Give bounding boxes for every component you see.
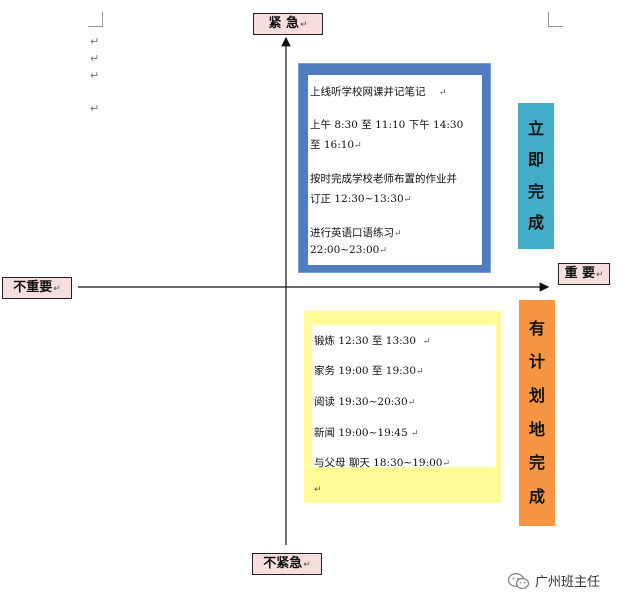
label-not-important-text: 不重要 — [13, 280, 53, 295]
return-mark: ↵ — [595, 270, 604, 280]
label-important-text: 重 要 — [564, 266, 595, 281]
urgent-important-box: 上线听学校网课并记笔记 ↵ 上午 8:30 至 11:10 下午 14:30 至… — [308, 75, 482, 265]
label-urgent-text: 紧 急 — [268, 16, 299, 31]
task-line: 上线听学校网课并记笔记 ↵ — [310, 86, 447, 98]
return-mark: ↵ — [303, 560, 311, 570]
task-line: 22:00~23:00↵ — [310, 244, 387, 256]
task-line: 订正 12:30~13:30↵ — [310, 193, 412, 205]
paragraph-mark: ↵ — [90, 52, 100, 65]
task-line: 按时完成学校老师布置的作业并 — [310, 173, 457, 185]
task-line: 阅读 19:30~20:30↵ — [314, 396, 416, 408]
label-important: 重 要↵ — [558, 263, 610, 285]
task-line: 进行英语口语练习↵ — [310, 227, 402, 239]
task-line: 上午 8:30 至 11:10 下午 14:30 — [310, 119, 464, 131]
label-urgent: 紧 急↵ — [253, 13, 323, 35]
return-mark: ↵ — [314, 485, 322, 495]
page-corner-top-left — [88, 12, 103, 27]
wechat-watermark: 广州班主任 — [508, 571, 600, 590]
label-not-urgent-text: 不紧急 — [263, 556, 303, 571]
wechat-icon — [508, 572, 530, 589]
task-line: 至 16:10↵ — [310, 139, 362, 151]
paragraph-mark: ↵ — [90, 102, 100, 115]
return-mark: ↵ — [53, 284, 61, 294]
complete-with-plan-tag: 有 计 划 地 完 成 — [519, 300, 555, 526]
task-line: 家务 19:00 至 19:30↵ — [314, 365, 424, 377]
task-line: 锻炼 12:30 至 13:30 ↵ — [314, 335, 431, 347]
label-not-urgent: 不紧急↵ — [252, 553, 322, 575]
page-corner-top-right — [548, 12, 563, 27]
task-line: 新闻 19:00~19:45 ↵ — [314, 427, 419, 439]
task-line: 与父母 聊天 18:30~19:00↵ — [314, 457, 451, 469]
watermark-text: 广州班主任 — [535, 575, 601, 590]
return-mark: ↵ — [299, 20, 308, 30]
complete-immediately-tag: 立 即 完 成 — [518, 103, 554, 249]
paragraph-mark: ↵ — [90, 69, 100, 82]
not-urgent-important-box: 锻炼 12:30 至 13:30 ↵ 家务 19:00 至 19:30↵ 阅读 … — [312, 325, 496, 469]
paragraph-mark: ↵ — [90, 35, 100, 48]
label-not-important: 不重要↵ — [2, 277, 72, 299]
